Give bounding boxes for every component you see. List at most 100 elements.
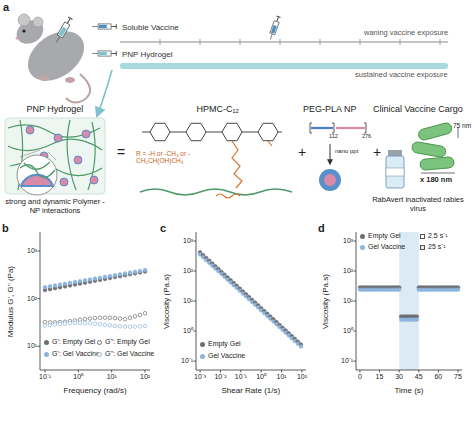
- tick: [78, 370, 79, 373]
- process-label: nano ppt: [335, 148, 358, 155]
- legend-label: G'': Empty Gel: [105, 338, 150, 346]
- data-point: [456, 288, 460, 292]
- data-point: [128, 271, 132, 275]
- subscript: 276: [362, 133, 371, 139]
- data-point: [78, 321, 82, 325]
- legend-swatch: [360, 245, 365, 250]
- legend-label: Gel Vaccine: [368, 243, 405, 251]
- dimension: 75 nm: [453, 122, 471, 129]
- legend-label: G'': Gel Vaccine: [105, 350, 154, 358]
- data-point: [48, 323, 52, 327]
- legend-label: G': Empty Gel: [52, 338, 95, 346]
- tick-label: 75: [454, 373, 462, 381]
- axis-title: Time (s): [395, 386, 424, 395]
- arrow: [97, 70, 112, 116]
- panel-letter: b: [2, 222, 9, 235]
- data-point: [53, 284, 57, 288]
- caption-note: strong and dynamic Polymer - NP interact…: [3, 198, 107, 215]
- tick-label: 10³: [27, 247, 37, 255]
- data-point: [83, 317, 87, 321]
- data-point: [118, 273, 122, 277]
- x-axis: [356, 370, 462, 371]
- data-point: [58, 322, 62, 326]
- syringe: [92, 24, 116, 29]
- data-point: [93, 322, 97, 326]
- tick: [354, 241, 357, 242]
- data-point: [43, 324, 47, 328]
- tick: [458, 370, 459, 373]
- shear-band: [399, 232, 419, 370]
- data-point: [73, 280, 77, 284]
- data-point: [78, 279, 82, 283]
- data-point: [128, 325, 132, 329]
- data-point: [48, 285, 52, 289]
- data-point: [58, 283, 62, 287]
- legend-label: Gel Vaccine: [208, 352, 245, 360]
- data-point: [93, 316, 97, 320]
- data-point: [108, 324, 112, 328]
- operator: +: [298, 144, 306, 160]
- data-point: [88, 317, 92, 321]
- tick-label: 10⁰: [343, 327, 353, 335]
- tick: [145, 370, 146, 373]
- operator: =: [117, 144, 125, 160]
- tick: [194, 331, 197, 332]
- legend-sample: [97, 340, 102, 345]
- x-axis: [196, 370, 306, 371]
- legend-label: 2.5 s⁻¹: [428, 232, 448, 240]
- tick-label: 60: [434, 373, 442, 381]
- data-point: [143, 311, 147, 315]
- tick: [354, 331, 357, 332]
- data-point: [123, 272, 127, 276]
- peg-pla: [310, 123, 366, 191]
- tick-label: 10¹: [183, 297, 193, 305]
- data-point: [98, 276, 102, 280]
- axis-title: Frequency (rad/s): [64, 386, 127, 395]
- timeline: [120, 41, 448, 42]
- mouse: [12, 14, 93, 103]
- data-point: [138, 313, 142, 317]
- tick-label: 10³: [183, 237, 193, 245]
- data-point: [108, 274, 112, 278]
- operator: +: [373, 144, 381, 160]
- tick: [438, 370, 439, 373]
- hydrogel: [5, 118, 105, 195]
- data-point: [108, 316, 112, 320]
- tick-label: 30: [395, 373, 403, 381]
- timeline-ticks: [160, 39, 440, 45]
- component-heading: Clinical Vaccine Cargo: [373, 104, 463, 114]
- data-point: [113, 316, 117, 320]
- data-point: [93, 277, 97, 281]
- legend-swatch: [200, 354, 205, 359]
- tick: [301, 370, 302, 373]
- data-point: [98, 322, 102, 326]
- tick-label: 10²: [183, 267, 193, 275]
- panel-letter: d: [318, 222, 325, 235]
- legend-label: Empty Gel: [368, 232, 401, 240]
- data-point: [68, 321, 72, 325]
- tick-label: 10⁰: [256, 373, 266, 381]
- data-point: [113, 324, 117, 328]
- component-heading: PNP Hydrogel: [27, 104, 84, 114]
- data-point: [53, 323, 57, 327]
- data-point: [103, 316, 107, 320]
- y-axis: [40, 232, 41, 370]
- tick-label: 10⁻¹: [235, 373, 247, 381]
- tick: [200, 370, 201, 373]
- tick-label: 10¹: [107, 373, 117, 381]
- timeline-note: sustained vaccine exposure: [355, 71, 448, 80]
- data-point: [123, 325, 127, 329]
- legend-swatch: [360, 234, 365, 239]
- tick-label: 10⁻²: [214, 373, 226, 381]
- axis-title: Shear Rate (1/s): [222, 386, 281, 395]
- timeline-label: Soluble Vaccine: [122, 23, 179, 32]
- tick-label: 10⁻¹: [181, 357, 193, 365]
- tick-label: 10⁻¹: [39, 373, 51, 381]
- virus-particles: [411, 122, 458, 173]
- tick: [379, 370, 380, 373]
- legend-swatch: [200, 342, 205, 347]
- data-point: [43, 285, 47, 289]
- tick: [38, 298, 41, 299]
- data-point: [123, 317, 127, 321]
- tick-label: 10⁻³: [194, 373, 206, 381]
